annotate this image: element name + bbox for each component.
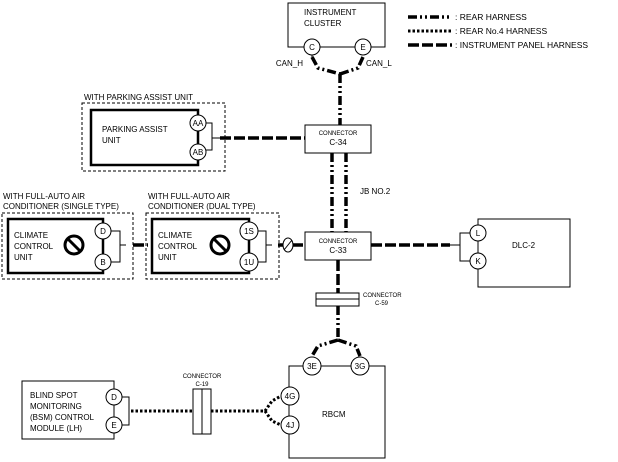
pin-1s-label: 1S [244,227,254,236]
pin-c [303,38,321,56]
pin-4g-label: 4G [285,392,296,401]
parking-unit-label-2: UNIT [102,136,121,145]
can-h-label: CAN_H [276,59,303,68]
c34-title: CONNECTOR [319,131,358,137]
single-group-label-2: CONDITIONER (SINGLE TYPE) [3,202,119,211]
instrument-cluster: INSTRUMENT CLUSTER C E CAN_H CAN_L [276,2,392,68]
bsm-label-3: (BSM) CONTROL [30,413,95,422]
c19-title: CONNECTOR [183,374,222,380]
wire-to-4g [263,394,282,412]
bsm-module: BLIND SPOT MONITORING (BSM) CONTROL MODU… [21,380,130,440]
pin-b [94,253,112,271]
jb-label: JB NO.2 [360,187,391,196]
single-unit-label: CLIMATE [14,231,48,240]
c19-id: C-19 [195,382,209,388]
pin-4j [280,415,300,435]
pin-c-label: C [309,43,315,52]
wire-to-4j [263,410,282,427]
rbcm: RBCM 3E 3G 4G 4J [280,356,386,459]
single-unit-label-3: UNIT [14,253,33,262]
dual-group-label-2: CONDITIONER (DUAL TYPE) [148,202,256,211]
pin-4j-label: 4J [286,421,294,430]
pin-3g [350,356,370,376]
pin-aa-label: AA [193,119,204,128]
pin-d [94,222,112,240]
legend: : REAR HARNESS : REAR No.4 HARNESS : INS… [408,12,588,50]
c59-title: CONNECTOR [363,293,402,299]
c33-id: C-33 [329,246,347,255]
pin-k [469,252,487,270]
legend-ip-label: : INSTRUMENT PANEL HARNESS [455,40,588,50]
wire-can-l [339,56,365,76]
parking-unit-label: PARKING ASSIST [102,125,168,134]
pin-ab-label: AB [193,148,204,157]
pin-l [469,224,487,242]
instrument-cluster-label-2: CLUSTER [304,19,342,28]
wire-to-3g [337,338,362,357]
dlc-label: DLC-2 [512,241,536,250]
pin-k-label: K [475,257,481,266]
pin-bsm-d-label: D [111,393,117,402]
dual-climate-group: WITH FULL-AUTO AIR CONDITIONER (DUAL TYP… [145,192,280,280]
single-group-label: WITH FULL-AUTO AIR [3,192,85,201]
pin-d-label: D [100,227,106,236]
parking-group-label: WITH PARKING ASSIST UNIT [84,93,193,102]
pin-bsm-d [105,388,123,406]
instrument-cluster-label: INSTRUMENT [304,8,357,17]
c34-id: C-34 [329,138,347,147]
dlc-2: DLC-2 L K [450,218,571,288]
connector-c33: CONNECTOR C-33 [304,231,372,261]
dual-unit-label-3: UNIT [158,253,177,262]
pin-3e [302,356,322,376]
prohibited-icon [63,234,85,256]
bsm-label: BLIND SPOT [30,391,78,400]
pin-aa [189,114,207,132]
harness-wires [131,56,450,427]
rbcm-label: RBCM [322,410,346,419]
dual-group-label: WITH FULL-AUTO AIR [148,192,230,201]
pin-1u-label: 1U [244,258,254,267]
c33-title: CONNECTOR [319,239,358,245]
dual-unit-label-2: CONTROL [158,242,198,251]
single-climate-group: WITH FULL-AUTO AIR CONDITIONER (SINGLE T… [1,192,134,280]
wire-can-h [310,56,341,76]
pin-4g [280,386,300,406]
pin-e [354,38,372,56]
can-l-label: CAN_L [366,59,392,68]
pin-e-label: E [360,43,365,52]
pin-bsm-e [105,416,123,434]
bsm-label-2: MONITORING [30,402,82,411]
pin-1u [239,252,259,272]
legend-rear-label: : REAR HARNESS [455,12,527,22]
pin-l-label: L [476,229,481,238]
connector-c34: CONNECTOR C-34 [304,124,372,154]
dual-unit-label: CLIMATE [158,231,192,240]
pin-1s [239,221,259,241]
legend-rear4-label: : REAR No.4 HARNESS [455,26,547,36]
single-unit-label-2: CONTROL [14,242,54,251]
parking-assist-group: WITH PARKING ASSIST UNIT PARKING ASSIST … [81,93,226,172]
pin-ab [189,143,207,161]
wire-to-3e [310,338,339,357]
c59-id: C-59 [375,301,389,307]
connector-c59: CONNECTOR C-59 [315,292,402,307]
pin-bsm-e-label: E [111,421,116,430]
pin-3e-label: 3E [307,362,317,371]
pin-b-label: B [100,258,105,267]
pin-3g-label: 3G [355,362,366,371]
bsm-label-4: MODULE (LH) [30,424,82,433]
twisted-pair-icon [282,237,294,253]
prohibited-icon [209,234,231,256]
connector-c19: CONNECTOR C-19 [183,374,222,435]
